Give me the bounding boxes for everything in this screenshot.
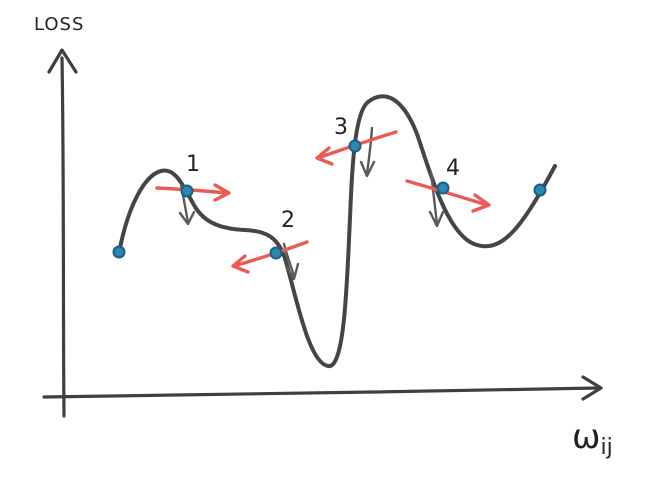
y-axis-label: LOSS: [34, 14, 84, 35]
step-label-2: 2: [281, 208, 295, 233]
gradient-arrow-4: [428, 170, 445, 228]
curve-point-3: [348, 139, 362, 153]
x-axis-label-main: ω: [572, 417, 600, 457]
gradient-arrow-3: [359, 126, 376, 178]
curve-point-start: [112, 245, 126, 259]
y-axis-arrowhead: [47, 48, 78, 74]
x-axis-label: ωij: [572, 417, 613, 460]
gradient-arrow-2: [282, 242, 300, 281]
curve-point-4: [436, 181, 450, 195]
curve-point-2: [269, 246, 283, 260]
y-axis: [60, 56, 66, 418]
curve-point-end: [533, 183, 547, 197]
x-axis-label-subscript: ij: [600, 435, 612, 460]
curve-point-1: [180, 184, 194, 198]
x-axis-arrowhead: [581, 375, 603, 401]
x-axis: [42, 386, 600, 399]
step-label-4: 4: [446, 156, 460, 181]
loss-curve: [117, 94, 557, 368]
step-label-3: 3: [334, 115, 348, 140]
step-label-1: 1: [186, 152, 200, 177]
